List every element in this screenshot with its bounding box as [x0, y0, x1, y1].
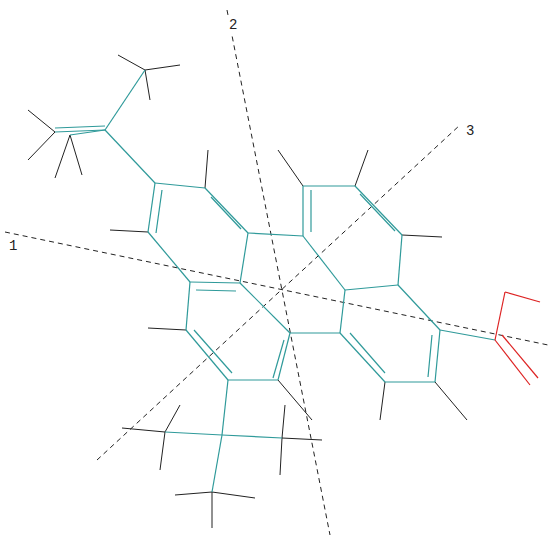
axis-number: 1 [8, 239, 18, 254]
oxygen-bonds [495, 292, 540, 385]
axis-line [5, 232, 548, 345]
axis-line [227, 10, 330, 535]
hydrogen-bonds [28, 55, 467, 528]
axis-line [97, 125, 460, 460]
carbon-bonds [55, 70, 495, 492]
axis-number: 2 [228, 18, 238, 33]
symmetry-axes [5, 10, 548, 535]
axis-number: 3 [465, 124, 475, 139]
